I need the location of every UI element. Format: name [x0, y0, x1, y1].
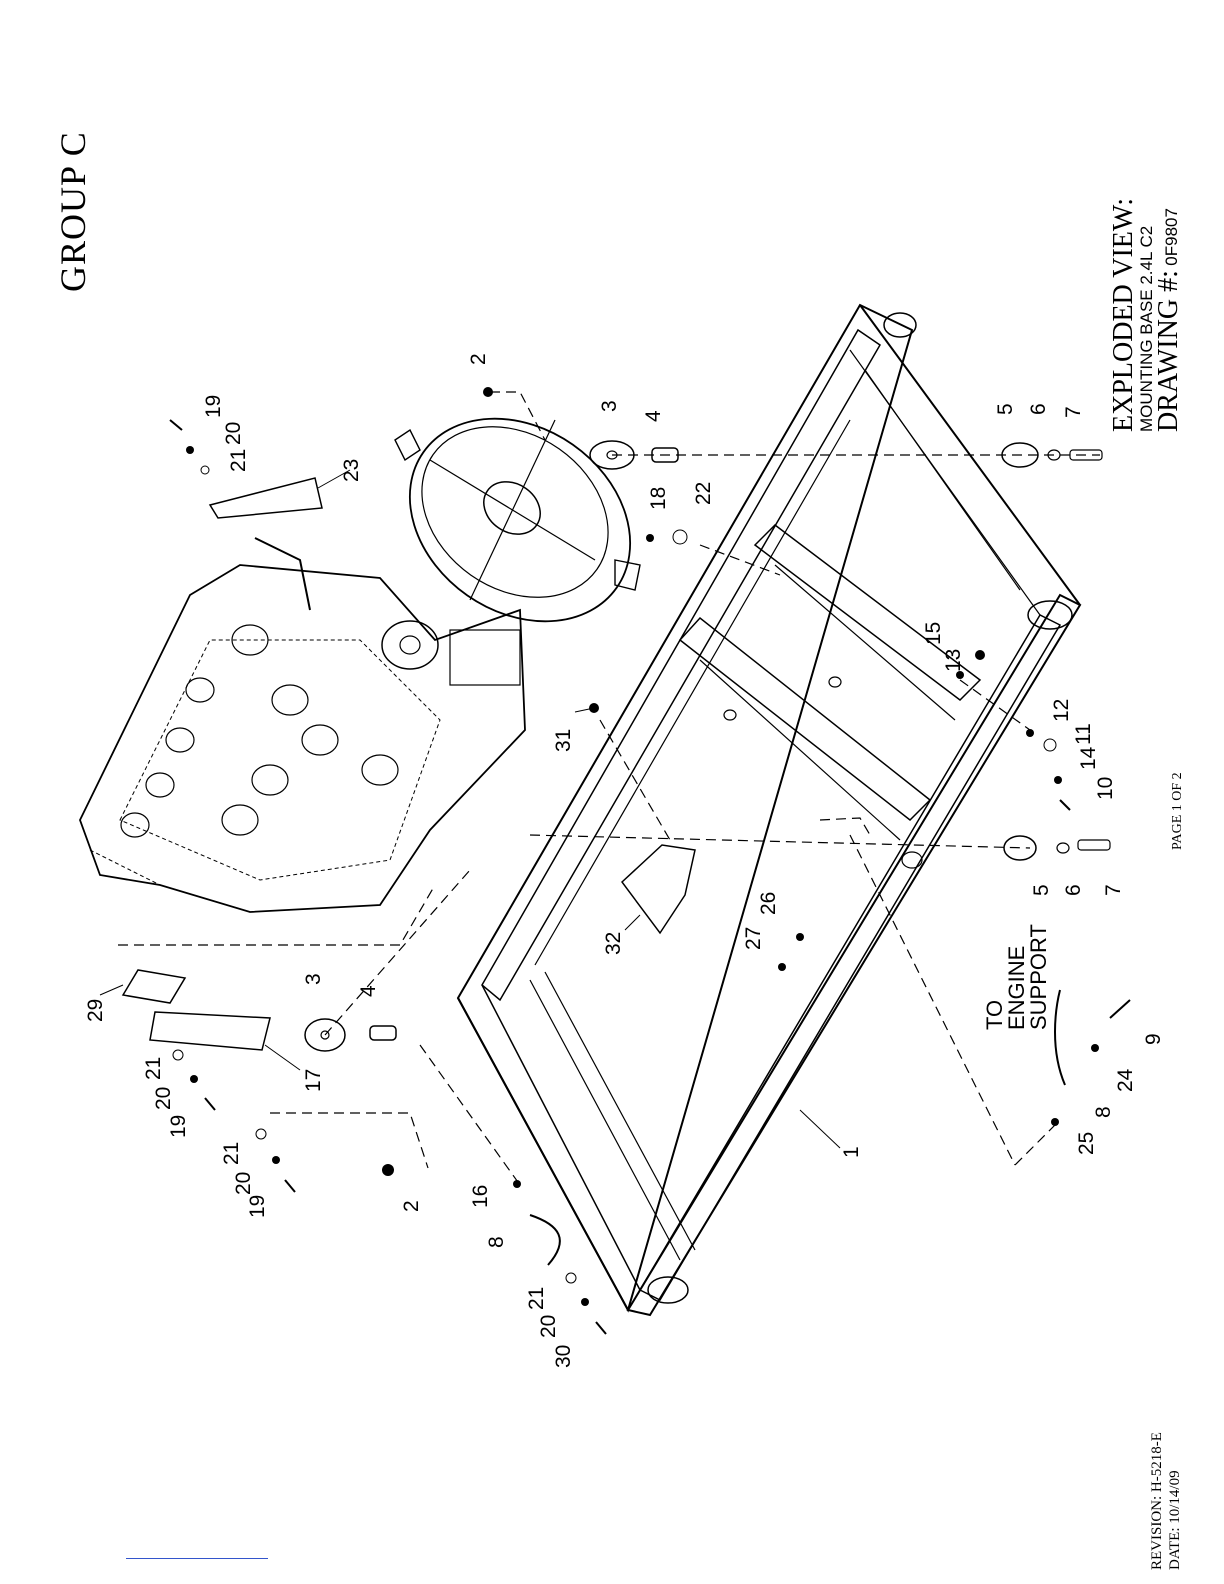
callout-5-bottom: 5 [1030, 884, 1053, 896]
callout-3-left: 3 [302, 973, 325, 985]
callout-16: 16 [469, 1185, 492, 1208]
callout-15: 15 [922, 622, 945, 645]
callout-11: 11 [1072, 723, 1095, 745]
callout-8-left: 8 [485, 1236, 508, 1248]
callout-1: 1 [840, 1146, 863, 1158]
assembly-lines [118, 392, 1100, 1185]
callout-7-bottom: 7 [1102, 884, 1125, 896]
callout-22: 22 [692, 482, 715, 505]
isolator-mounts [305, 441, 1110, 1051]
engine-block [80, 538, 525, 912]
callout-20-left-b: 20 [232, 1172, 255, 1195]
callout-30: 30 [552, 1345, 575, 1368]
callout-labels: 2 19 20 21 23 3 4 18 22 5 6 7 15 13 12 1… [84, 353, 1165, 1368]
callout-19-left-b: 19 [246, 1195, 269, 1218]
callout-9: 9 [1142, 1033, 1165, 1045]
callout-6-top: 6 [1027, 403, 1050, 415]
plate-32 [622, 845, 695, 933]
callout-14: 14 [1077, 746, 1100, 770]
callout-24: 24 [1114, 1068, 1137, 1092]
callout-20-bottom: 20 [537, 1315, 560, 1338]
note-line-3: SUPPORT [1026, 924, 1051, 1030]
callout-19-top: 19 [202, 395, 225, 418]
bracket-17 [150, 1012, 270, 1050]
ground-cable-left [530, 1215, 560, 1265]
callout-23: 23 [340, 459, 363, 482]
callout-29: 29 [84, 999, 107, 1022]
callout-21-top: 21 [227, 449, 250, 472]
callout-3-top: 3 [598, 400, 621, 412]
footer-link-underline [126, 1558, 268, 1559]
callout-25: 25 [1075, 1132, 1098, 1155]
callout-2-left: 2 [400, 1200, 423, 1212]
callout-10: 10 [1094, 777, 1117, 800]
callout-4-left: 4 [357, 985, 380, 997]
callout-18: 18 [647, 487, 670, 510]
mounting-base-frame [458, 305, 1080, 1315]
callout-21-left-a: 21 [142, 1057, 165, 1080]
callout-32: 32 [602, 932, 625, 955]
fasteners [170, 387, 1130, 1334]
callout-13: 13 [942, 649, 965, 672]
callout-6-bottom: 6 [1062, 884, 1085, 896]
callout-31: 31 [552, 729, 575, 752]
callout-8-right: 8 [1092, 1106, 1115, 1118]
callout-2-top: 2 [467, 353, 490, 365]
callout-26: 26 [757, 892, 780, 915]
leader-lines [100, 470, 840, 1148]
callout-27: 27 [742, 927, 765, 950]
callout-5-top: 5 [994, 403, 1017, 415]
callout-17: 17 [302, 1069, 325, 1092]
bracket-23 [210, 478, 322, 518]
callout-20-left-a: 20 [152, 1087, 175, 1110]
callout-7-top: 7 [1062, 406, 1085, 418]
callout-21-left-b: 21 [220, 1142, 243, 1165]
plate-29 [123, 970, 185, 1003]
callout-19-left-a: 19 [167, 1115, 190, 1138]
callout-20-top: 20 [222, 422, 245, 445]
ground-cable-right [1055, 990, 1065, 1085]
callout-4-top: 4 [642, 410, 665, 422]
callout-21-bottom: 21 [525, 1287, 548, 1310]
callout-12: 12 [1050, 699, 1073, 722]
